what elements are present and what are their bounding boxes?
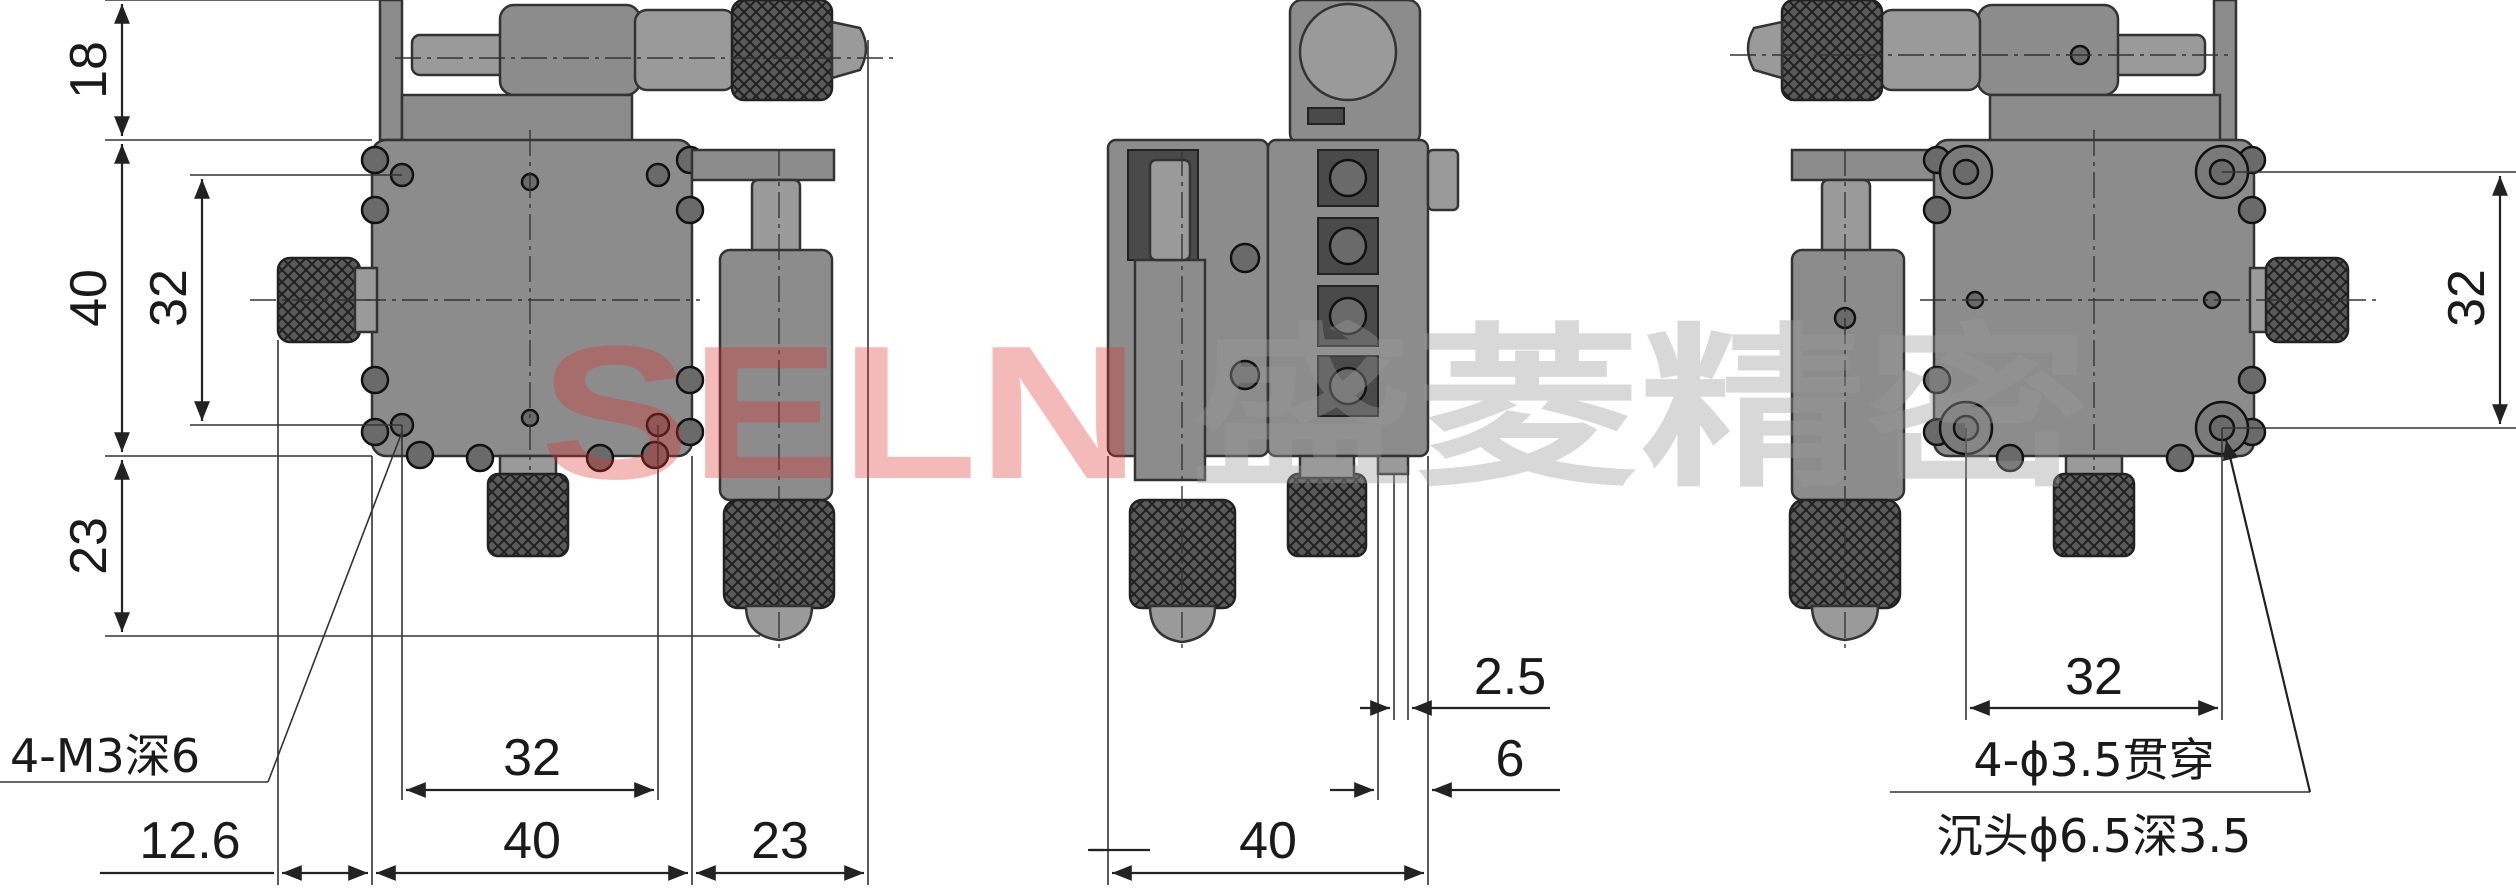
side-view-dimensions: 2.5 6 40 — [1088, 456, 1560, 885]
front-view-dimensions: 18 40 23 32 32 40 23 12.6 4-M3深6 — [0, 0, 869, 885]
dim-gap-a: 2.5 — [1474, 648, 1546, 706]
dim-gap-b: 6 — [1496, 730, 1525, 788]
hole-note-front: 4-M3深6 — [10, 729, 200, 783]
dim-bottom-height: 23 — [60, 517, 118, 575]
dim-body-height: 40 — [60, 269, 118, 327]
dim-rear-hole-pitch-h: 32 — [2065, 648, 2123, 706]
dim-side-width: 40 — [1239, 812, 1297, 870]
side-view — [1106, 0, 1460, 650]
dim-hole-pitch-h: 32 — [503, 729, 561, 787]
dim-hole-pitch-v: 32 — [140, 269, 198, 327]
watermark-chinese: 盛菱精密 — [1190, 309, 2090, 512]
dim-right-width: 23 — [751, 812, 809, 870]
dim-body-width: 40 — [503, 812, 561, 870]
front-view — [250, 0, 895, 650]
hole-note-rear-line2: 沉头ϕ6.5深3.5 — [1937, 809, 2252, 863]
watermark-latin: SELN — [540, 307, 1140, 519]
dim-top-height: 18 — [60, 41, 118, 99]
dim-offset: 12.6 — [139, 812, 240, 870]
hole-note-rear-line1: 4-ϕ3.5贯穿 — [1973, 733, 2214, 787]
watermark: SELN 盛菱精密 — [540, 307, 2090, 519]
rear-view-dimensions: 32 32 4-ϕ3.5贯穿 沉头ϕ6.5深3.5 — [1890, 171, 2516, 863]
dim-rear-hole-pitch-v: 32 — [2438, 269, 2496, 327]
